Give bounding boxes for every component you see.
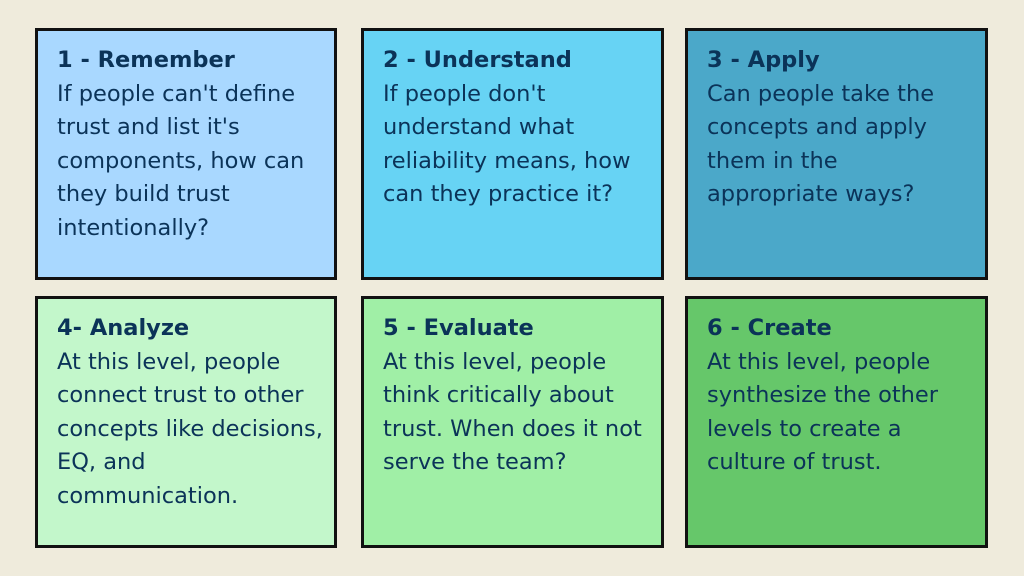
level-card-create: 6 - Create At this level, people synthes… [685, 296, 988, 548]
card-title: 2 - Understand [383, 47, 572, 73]
card-text: Can people take the concepts and apply t… [707, 80, 935, 208]
level-card-analyze: 4- Analyze At this level, people connect… [35, 296, 337, 548]
card-text: At this level, people think critically a… [383, 348, 642, 476]
level-card-remember: 1 - Remember If people can't define trus… [35, 28, 337, 280]
card-title: 3 - Apply [707, 47, 820, 73]
level-card-evaluate: 5 - Evaluate At this level, people think… [361, 296, 664, 548]
card-title: 6 - Create [707, 315, 832, 341]
card-text: At this level, people synthesize the oth… [707, 348, 939, 476]
card-text: At this level, people connect trust to o… [57, 348, 323, 509]
card-title: 4- Analyze [57, 315, 190, 341]
card-title: 1 - Remember [57, 47, 235, 73]
card-text: If people can't define trust and list it… [57, 80, 305, 241]
card-text: If people don't understand what reliabil… [383, 80, 631, 208]
card-title: 5 - Evaluate [383, 315, 534, 341]
level-card-apply: 3 - Apply Can people take the concepts a… [685, 28, 988, 280]
level-card-understand: 2 - Understand If people don't understan… [361, 28, 664, 280]
